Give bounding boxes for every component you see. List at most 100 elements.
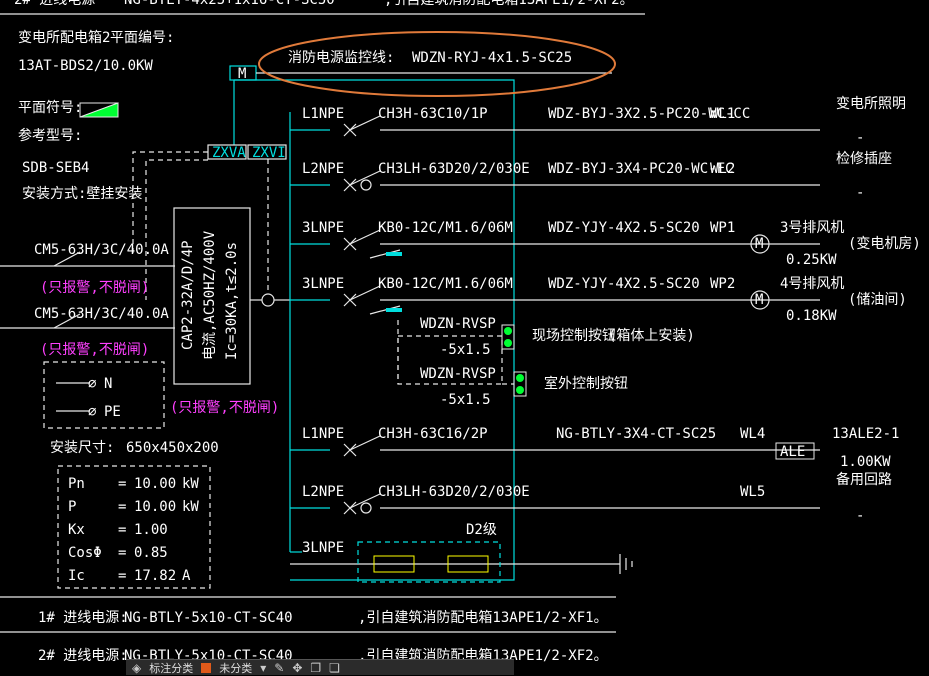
circuit-breaker: KB0-12C/M1.6/06M [378, 276, 513, 292]
circuit-id: WL4 [740, 426, 765, 442]
incoming-1-breaker: CM5-63H/3C/40.0A [34, 242, 169, 258]
terminal-n: ⌀ [88, 376, 97, 392]
incoming-1-note: (只报警,不脱闸) [40, 280, 149, 296]
circuit-dest: 变电所照明 [836, 96, 906, 112]
circuit-phase: 3LNPE [302, 276, 344, 292]
copy-icon[interactable]: ❐ [310, 660, 322, 675]
terminal-n-label: N [104, 376, 112, 392]
annotation-ellipse[interactable] [258, 31, 616, 97]
circuit-breaker: KB0-12C/M1.6/06M [378, 220, 513, 236]
footer-1-label: 1# 进线电源: [38, 610, 128, 626]
circuit-id: WP1 [710, 220, 735, 236]
circuit-location: (储油间) [848, 292, 907, 308]
breaker-switch [349, 493, 381, 509]
header-right: ,引自建筑消防配电箱13APE1/2-XF2。 [384, 0, 634, 8]
spd-box [357, 541, 501, 583]
circuit-cable: WDZ-BYJ-3X2.5-PC20-WC-CC [548, 106, 750, 122]
control-button-2-led-a [516, 374, 524, 382]
pen-icon[interactable]: ✎ [274, 660, 285, 675]
circuit-breaker: CH3LH-63D20/2/030E [378, 484, 530, 500]
circuit-phase: 3LNPE [302, 540, 344, 556]
zx-box-2 [247, 144, 287, 160]
rcd-icon [360, 502, 372, 514]
breaker-switch [349, 285, 381, 301]
layers-icon[interactable]: ◈ [132, 660, 142, 675]
ats-line-1: CAP2-32A/D/4P [180, 240, 196, 350]
control-button-1-led-a [504, 327, 512, 335]
circuit-id: WL1 [710, 106, 735, 122]
ats-box [173, 207, 251, 385]
paste-icon[interactable]: ❏ [329, 660, 340, 675]
circuit-sub: - [856, 130, 864, 146]
circuit-dest: 4号排风机 [780, 276, 844, 292]
terminal-pe: ⌀ [88, 404, 97, 420]
calc-key: CosΦ [68, 545, 102, 561]
circuit-breaker: CH3H-63C10/1P [378, 106, 488, 122]
motor-icon-label: M [755, 236, 763, 252]
terminal-box [43, 361, 165, 429]
circuit-dest: 13ALE2-1 [832, 426, 899, 442]
plan-no-label: 平面编号: [110, 30, 174, 46]
spd-label: D2级 [466, 522, 497, 538]
plan-symbol [79, 102, 119, 118]
calc-value: 0.85 [134, 545, 168, 561]
ats-out-node [261, 293, 275, 307]
control-button-2-led-b [516, 386, 524, 394]
calc-box [57, 465, 211, 589]
panel-name: 变电所配电箱2 [18, 30, 110, 46]
circuit-row[interactable]: 3LNPE D2级 [290, 522, 633, 583]
move-icon[interactable]: ✥ [292, 660, 303, 675]
control-label-1: 现场控制按钮 [532, 328, 616, 344]
ats-line-2: 电流,AC50HZ/400V [202, 230, 218, 360]
circuit-phase: L2NPE [302, 161, 344, 177]
toolbar-label-2[interactable]: 未分类 [219, 661, 253, 675]
incoming-2-switch [53, 313, 81, 329]
plan-symbol-frame [79, 102, 119, 118]
motor-icon-label: M [755, 292, 763, 308]
control-cable-2b: -5x1.5 [440, 392, 491, 408]
calc-key: Ic [68, 568, 85, 584]
calc-eq: = [118, 568, 126, 584]
circuit-dest: 备用回路 [836, 471, 892, 488]
spd-element-1 [373, 555, 415, 573]
circuit-row[interactable]: L2NPE CH3LH-63D20/2/030E WDZ-BYJ-3X4-PC20-… [290, 151, 892, 201]
calc-eq: = [118, 499, 126, 515]
circuit-breaker: CH3LH-63D20/2/030E [378, 161, 530, 177]
control-cable-1b: -5x1.5 [440, 342, 491, 358]
circuit-sub: - [856, 508, 864, 524]
header-left: 2# 进线电源 [14, 0, 95, 8]
m-box-label: M [238, 66, 246, 82]
circuit-breaker: CH3H-63C16/2P [378, 426, 488, 442]
breaker-switch [349, 229, 381, 245]
bottom-toolbar[interactable]: ◈ 标注分类 未分类 ▾ ✎ ✥ ❐ ❏ [126, 659, 514, 675]
size-label: 安装尺寸: [50, 440, 114, 456]
rcd-icon [360, 179, 372, 191]
plan-no: 13AT-BDS2/10.0KW [18, 58, 153, 74]
calc-value: 10.00 [134, 476, 176, 492]
contactor-link [369, 305, 401, 315]
circuit-sub: 0.25KW [786, 252, 837, 268]
control-button-1-led-b [504, 339, 512, 347]
circuit-id: WL2 [710, 161, 735, 177]
ale-box-label: ALE [780, 444, 805, 460]
calc-unit: kW [182, 476, 199, 492]
circuit-cable: WDZ-BYJ-3X4-PC20-WC-FC [548, 161, 733, 177]
circuit-dest: 检修插座 [836, 151, 892, 167]
circuit-cable: WDZ-YJY-4X2.5-SC20 [548, 220, 700, 236]
breaker-switch [349, 435, 381, 451]
footer-1-src: ,引自建筑消防配电箱13APE1/2-XF1。 [358, 610, 608, 626]
circuit-cable: WDZ-YJY-4X2.5-SC20 [548, 276, 700, 292]
dropdown-icon[interactable]: ▾ [260, 660, 267, 675]
motor-icon [750, 234, 770, 254]
zx-box-2-label: ZXVI [252, 145, 286, 161]
footer-1-cable: NG-BTLY-5x10-CT-SC40 [124, 610, 293, 626]
incoming-2-note: (只报警,不脱闸) [40, 342, 149, 358]
